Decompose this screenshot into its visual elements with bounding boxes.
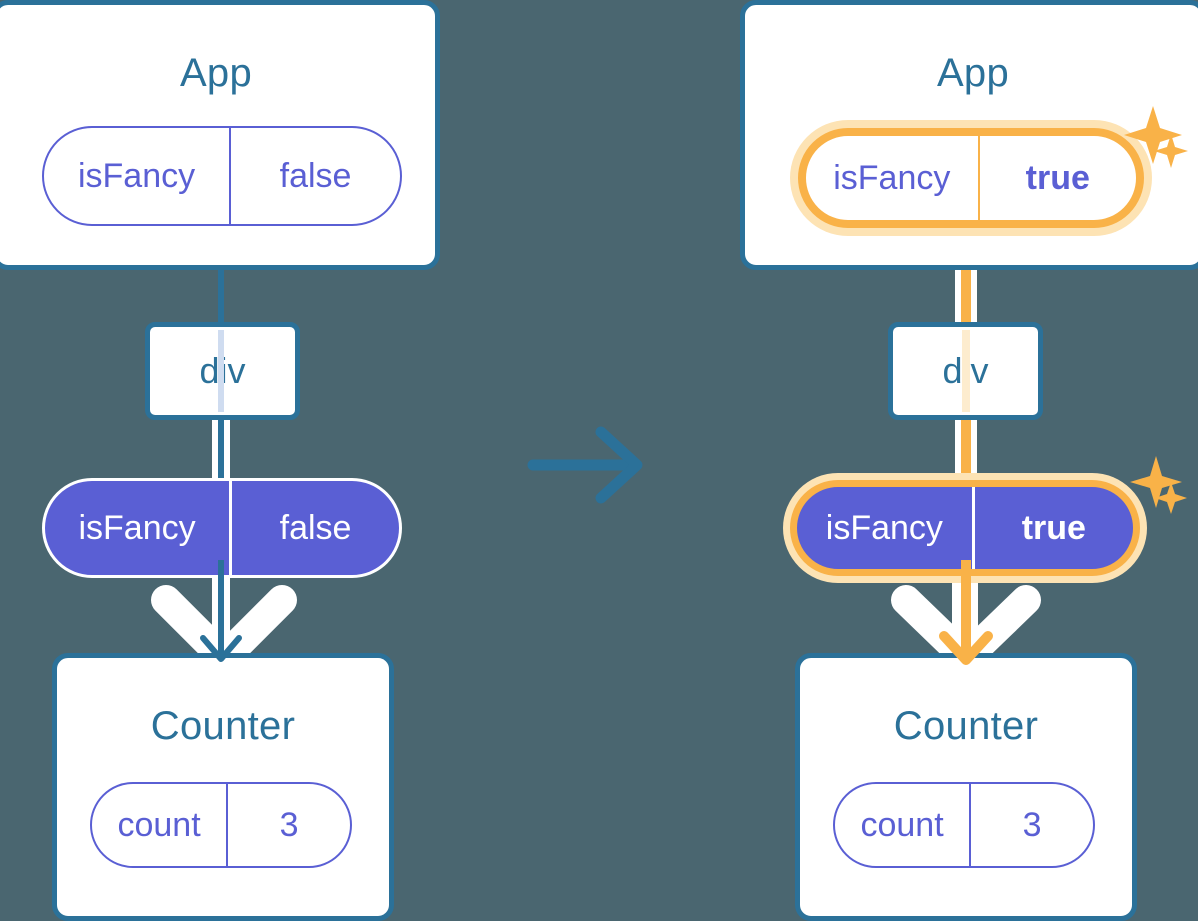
right-prop-value: true — [971, 487, 1133, 569]
right-app-state-value: true — [977, 136, 1136, 220]
left-counter-state-key: count — [117, 805, 201, 844]
right-counter-state-value: 3 — [969, 784, 1093, 866]
right-prop-key: isFancy — [825, 508, 943, 547]
left-connector-div-to-pill — [218, 415, 224, 495]
right-app-state-key: isFancy — [833, 158, 951, 197]
right-connector-app-to-div — [961, 210, 971, 330]
left-div-inner-line — [218, 330, 224, 412]
right-connector-div-to-pill — [961, 415, 971, 495]
left-app-title: App — [179, 51, 253, 95]
right-app-title: App — [936, 51, 1010, 95]
left-app-state-value: false — [229, 128, 400, 224]
right-prop-pill: isFancy true — [790, 480, 1140, 576]
left-counter-title: Counter — [150, 704, 296, 748]
sparkle-icon-large — [1130, 456, 1182, 508]
right-counter-title: Counter — [893, 704, 1039, 748]
right-div-inner-line — [962, 330, 970, 412]
left-counter-panel: Counter — [52, 653, 394, 921]
transition-arrow-icon — [527, 426, 643, 504]
left-counter-state-pill: count 3 — [90, 782, 352, 868]
right-counter-state-pill: count 3 — [833, 782, 1095, 868]
left-prop-key: isFancy — [78, 508, 196, 547]
right-app-state-pill: isFancy true — [798, 128, 1144, 228]
left-connector-app-to-div — [218, 248, 224, 324]
left-counter-state-value: 3 — [226, 784, 350, 866]
left-app-state-key: isFancy — [77, 156, 196, 195]
left-app-state-pill: isFancy false — [42, 126, 402, 226]
left-prop-pill: isFancy false — [42, 478, 402, 578]
left-prop-value: false — [229, 481, 399, 575]
right-counter-state-key: count — [860, 805, 944, 844]
sparkle-icon-small — [1155, 482, 1187, 514]
